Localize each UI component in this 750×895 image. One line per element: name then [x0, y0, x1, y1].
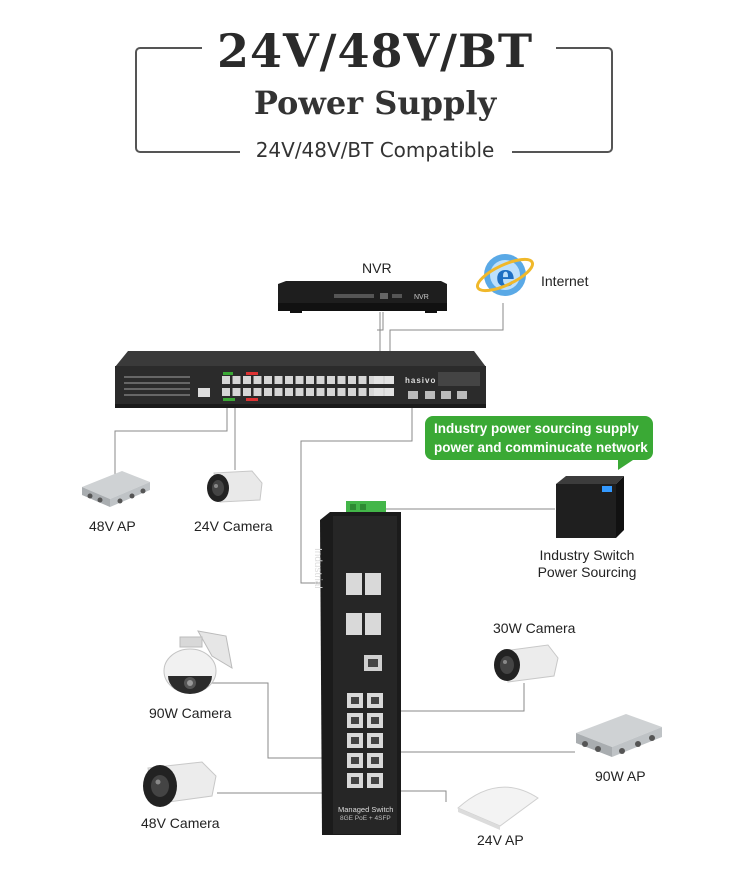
rack-port — [264, 376, 272, 384]
rack-port — [369, 376, 377, 384]
nvr-device — [278, 281, 447, 313]
rack-port — [327, 376, 335, 384]
callout-tail — [618, 458, 636, 470]
camera-48v-label: 48V Camera — [141, 815, 220, 831]
rack-switch — [115, 351, 486, 408]
rack-port — [264, 388, 272, 396]
rack-port — [379, 376, 388, 384]
rack-port — [243, 388, 251, 396]
internet-label: Internet — [541, 273, 589, 289]
power-sourcing-box — [556, 476, 624, 538]
rack-port — [316, 376, 325, 384]
rack-uplink-port — [385, 376, 394, 384]
rack-port — [253, 376, 262, 384]
rack-port — [232, 376, 241, 384]
callout-line-2: power and comminucate network — [434, 440, 648, 455]
rack-uplink-port — [374, 376, 383, 384]
camera-30w-label: 30W Camera — [493, 620, 576, 636]
svg-text:e: e — [496, 259, 515, 294]
rack-port — [369, 388, 377, 396]
rack-port — [274, 376, 283, 384]
rack-port — [295, 388, 304, 396]
rack-port — [337, 376, 346, 384]
rack-port — [327, 388, 335, 396]
rack-port — [232, 388, 241, 396]
rack-port — [358, 388, 367, 396]
power-sourcing-line-1: Industry Switch — [539, 547, 635, 563]
camera-24v-device — [207, 470, 263, 503]
industrial-vertical-label: Industrial — [312, 548, 323, 589]
internet-explorer-icon: e — [475, 254, 535, 296]
rack-port — [306, 388, 314, 396]
rack-port — [337, 388, 346, 396]
rack-port — [222, 376, 230, 384]
ap-24v-label: 24V AP — [477, 832, 524, 848]
ap-48v-device — [82, 471, 150, 507]
ap-48v-label: 48V AP — [89, 518, 136, 534]
rack-port — [253, 388, 262, 396]
page-subtitle: Power Supply — [253, 84, 497, 122]
switch-brand-label: hasivo — [405, 376, 437, 385]
ap-24v-device — [457, 786, 539, 830]
rack-port — [295, 376, 304, 384]
camera-48v-device — [143, 761, 217, 807]
camera-90w-label: 90W Camera — [149, 705, 232, 721]
power-sourcing-label: Industry Switch Power Sourcing — [527, 547, 647, 581]
rack-port — [379, 388, 388, 396]
rack-port — [358, 376, 367, 384]
rack-port — [285, 376, 293, 384]
rack-port — [274, 388, 283, 396]
camera-90w-device — [163, 630, 233, 694]
managed-switch-line-1: Managed Switch — [338, 805, 394, 814]
power-sourcing-line-2: Power Sourcing — [537, 564, 637, 580]
rack-port — [243, 376, 251, 384]
page-title: 24V/48V/BT — [216, 24, 534, 78]
nvr-badge: NVR — [414, 294, 429, 301]
rack-port — [348, 388, 356, 396]
industrial-switch — [320, 501, 401, 835]
camera-30w-device — [494, 644, 559, 683]
managed-switch-line-2: 8GE PoE + 4SFP — [340, 815, 391, 822]
camera-24v-label: 24V Camera — [194, 518, 273, 534]
rack-uplink-port — [385, 388, 394, 396]
ap-90w-label: 90W AP — [595, 768, 646, 784]
rack-port — [306, 376, 314, 384]
rack-port — [316, 388, 325, 396]
callout-line-1: Industry power sourcing supply — [434, 421, 639, 436]
nvr-label: NVR — [362, 260, 392, 276]
compat-text: 24V/48V/BT Compatible — [255, 138, 495, 162]
rack-uplink-port — [374, 388, 383, 396]
rack-port — [285, 388, 293, 396]
callout-bubble: Industry power sourcing supply power and… — [425, 416, 653, 460]
rack-port — [348, 376, 356, 384]
rack-port — [222, 388, 230, 396]
ap-90w-device — [576, 714, 662, 757]
